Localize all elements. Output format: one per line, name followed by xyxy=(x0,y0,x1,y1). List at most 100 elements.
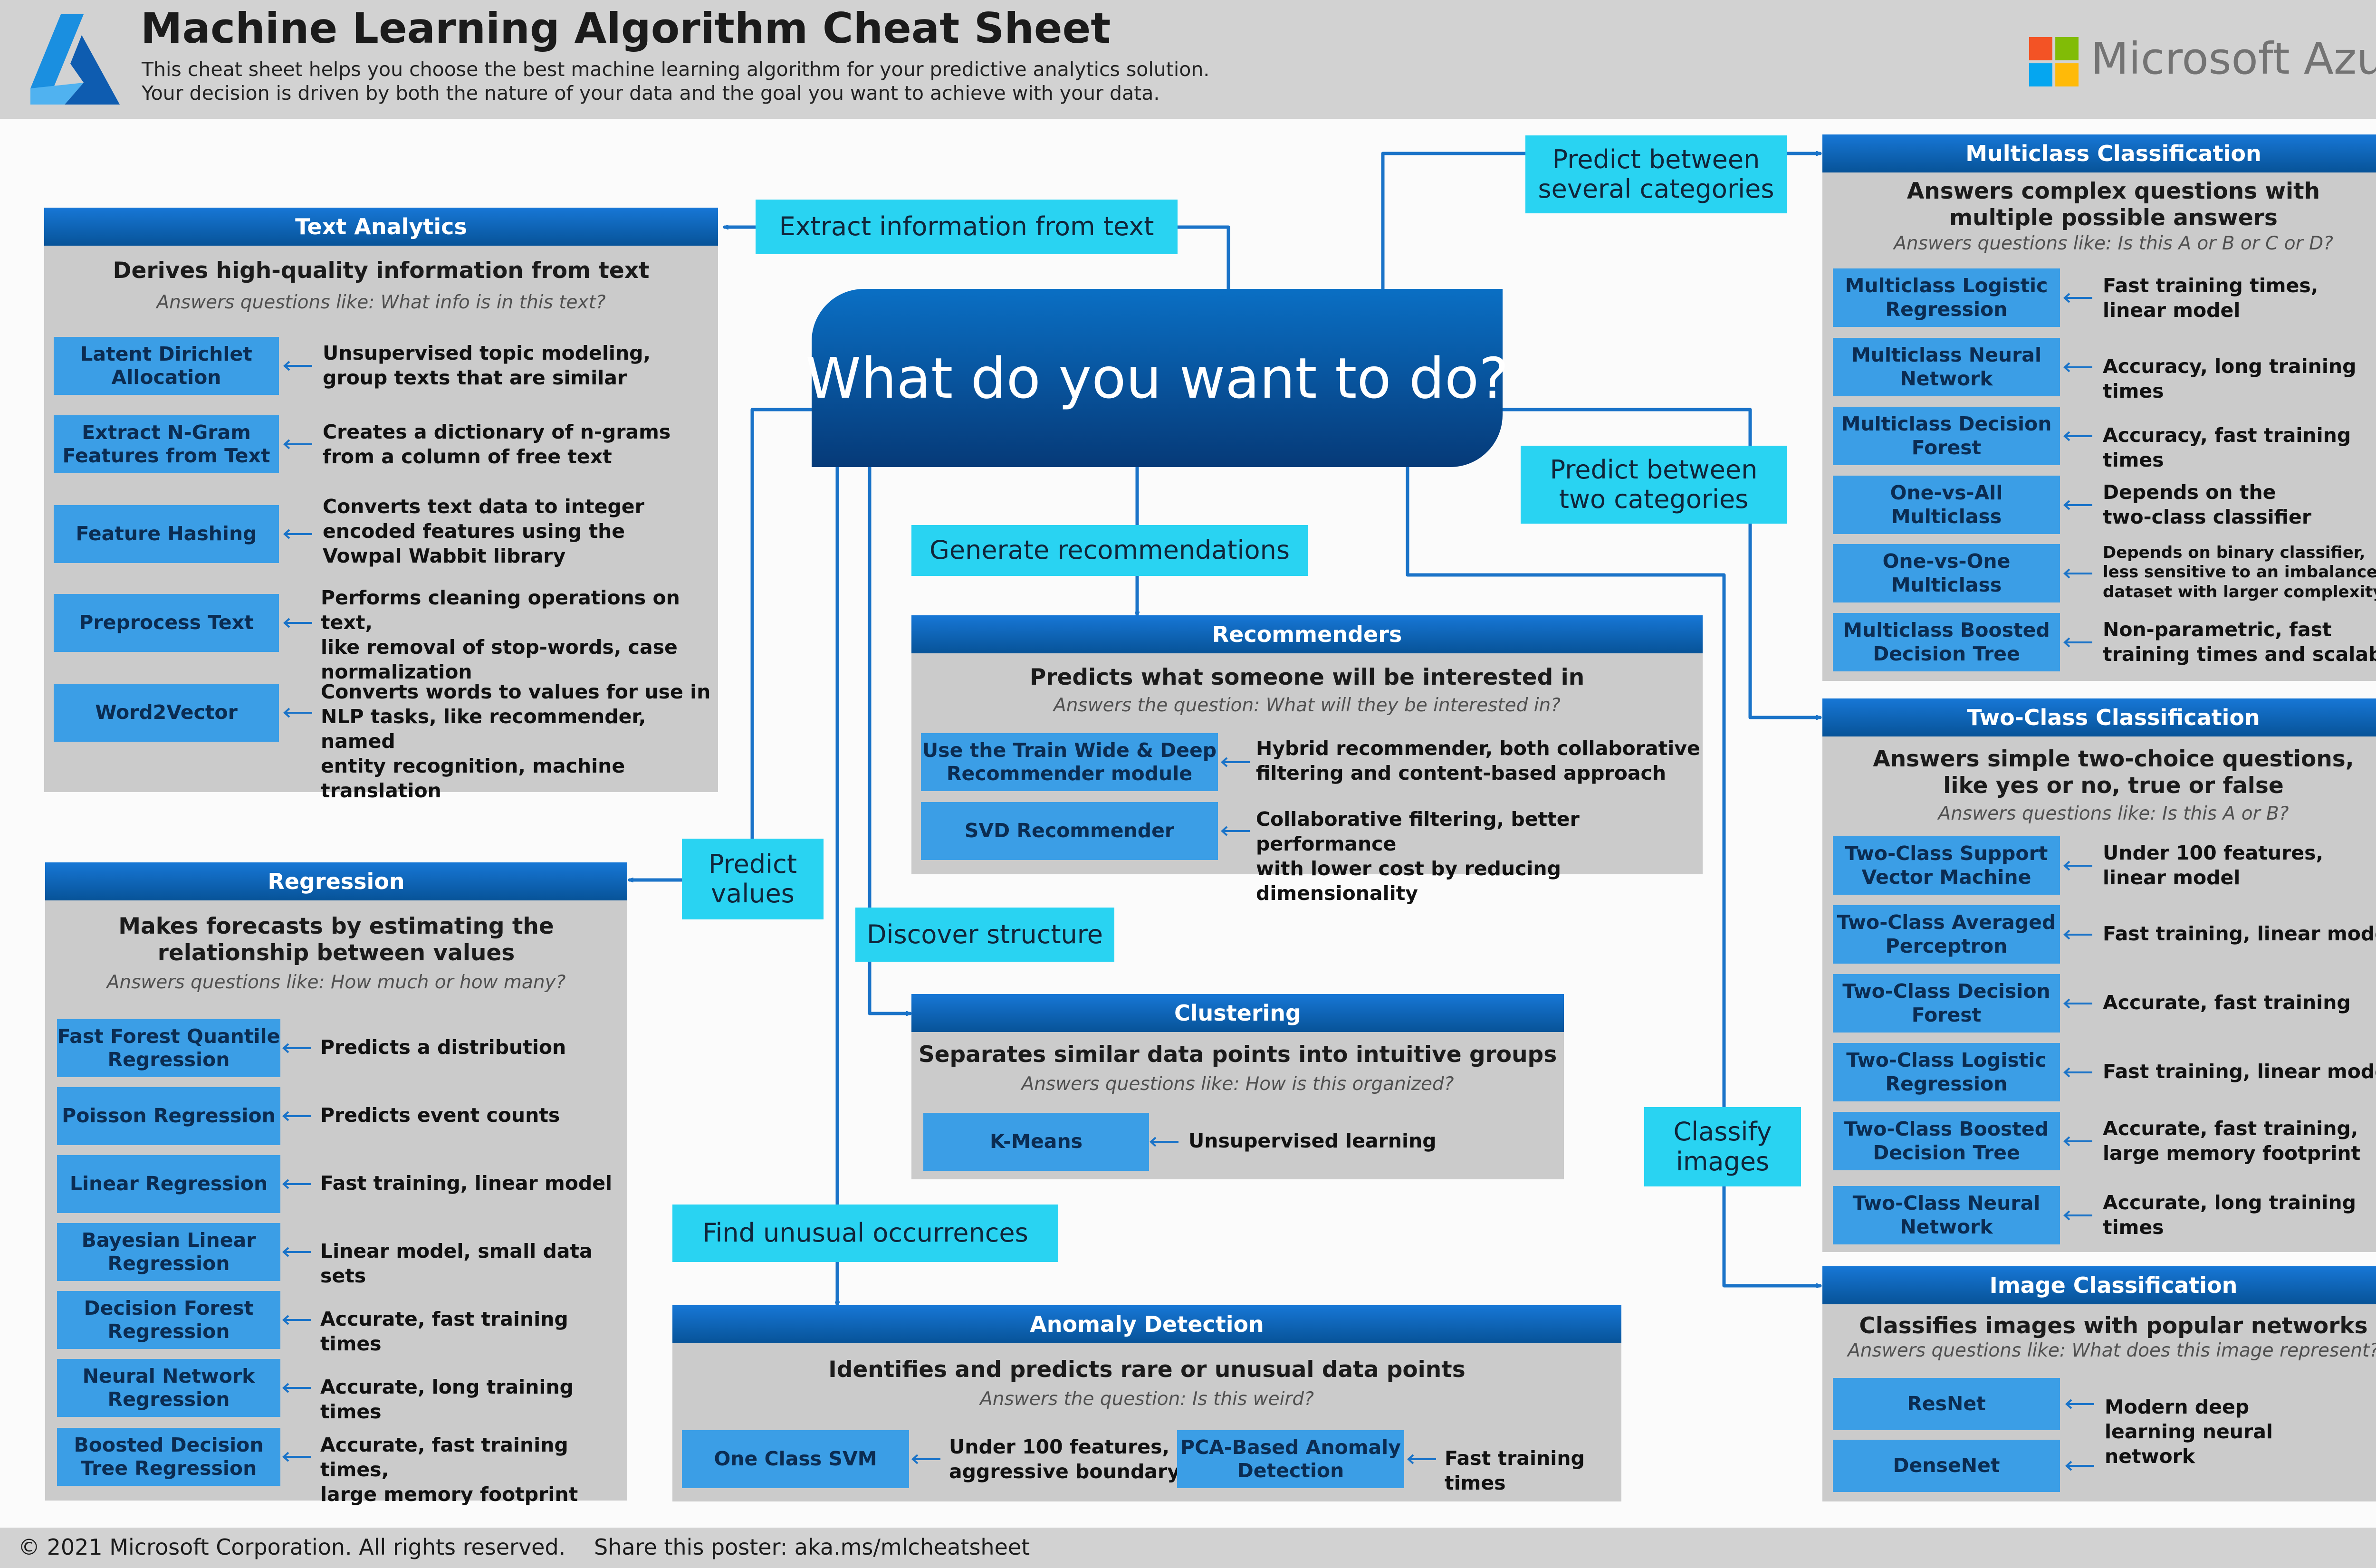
algorithm-label: Recommender module xyxy=(946,762,1193,785)
algorithm-label: Regression xyxy=(107,1320,230,1343)
algorithm-neural-network-regression[interactable]: Neural Network Regression xyxy=(57,1359,280,1417)
algorithm-poisson-regression[interactable]: Poisson Regression xyxy=(57,1087,280,1145)
algorithm-linear-regression[interactable]: Linear Regression xyxy=(57,1155,280,1213)
algorithm-two-class-svm[interactable]: Two-Class Support Vector Machine xyxy=(1833,836,2060,895)
algorithm-note: Unsupervised learning xyxy=(1188,1129,1437,1152)
panel-regression: Regression Makes forecasts by estimating… xyxy=(45,862,627,1506)
algorithm-two-class-logistic-regression[interactable]: Two-Class Logistic Regression xyxy=(1833,1043,2060,1101)
algorithm-label: Two-Class Boosted xyxy=(1844,1118,2049,1141)
algorithm-label: Two-Class Decision xyxy=(1842,980,2050,1003)
algorithm-note: Modern deep learning neural network xyxy=(2105,1395,2273,1469)
algorithm-extract-n-gram[interactable]: Extract N-Gram Features from Text xyxy=(54,415,279,473)
panel-title: Regression xyxy=(45,862,627,900)
algorithm-one-vs-one-multiclass[interactable]: One-vs-One Multiclass xyxy=(1833,544,2060,602)
microsoft-logo-icon xyxy=(2029,37,2079,86)
algorithm-label: Two-Class Support xyxy=(1845,842,2048,865)
panel-image-classification: Image Classification Classifies images w… xyxy=(1822,1266,2376,1501)
algorithm-pca-based-anomaly-detection[interactable]: PCA-Based Anomaly Detection xyxy=(1177,1430,1404,1488)
algorithm-multiclass-boosted-decision-tree[interactable]: Multiclass Boosted Decision Tree xyxy=(1833,613,2060,671)
algorithm-feature-hashing[interactable]: Feature Hashing xyxy=(54,505,279,563)
algorithm-bayesian-linear-regression[interactable]: Bayesian Linear Regression xyxy=(57,1223,280,1281)
arrow-left-icon xyxy=(1150,1137,1178,1147)
note-line: Under 100 features, xyxy=(949,1435,1170,1458)
note-line: network xyxy=(2105,1445,2195,1468)
note-line: normalization xyxy=(321,660,472,684)
algorithm-one-class-svm[interactable]: One Class SVM xyxy=(682,1430,909,1488)
arrow-left-icon xyxy=(911,1454,940,1464)
algorithm-label: Network xyxy=(1900,367,1993,390)
question-several-categories: Predict between several categories xyxy=(1525,135,1787,213)
panel-subtitle: Answers questions like: What does this i… xyxy=(1848,1340,2376,1361)
panel-two-class-classification: Two-Class Classification Answers simple … xyxy=(1822,698,2376,1252)
share-link[interactable]: Share this poster: aka.ms/mlcheatsheet xyxy=(594,1534,1030,1560)
algorithm-fast-forest-quantile-regression[interactable]: Fast Forest Quantile Regression xyxy=(57,1019,280,1077)
arrow-left-icon xyxy=(2063,362,2092,373)
arrow-left-icon xyxy=(283,529,312,539)
note-line: Unsupervised topic modeling, xyxy=(323,342,651,364)
arrow-left-icon xyxy=(282,1315,311,1325)
algorithm-note: Accuracy, fast training times xyxy=(2103,424,2351,472)
algorithm-label: Two-Class Logistic xyxy=(1846,1049,2047,1072)
algorithm-k-means[interactable]: K-Means xyxy=(923,1113,1149,1171)
panel-recommenders: Recommenders Predicts what someone will … xyxy=(911,615,1703,905)
algorithm-note: Fast training, linear model xyxy=(2103,922,2376,945)
description-line: Answers simple two-choice questions, xyxy=(1873,746,2354,772)
panel-subtitle: Answers the question: What will they be … xyxy=(1054,695,1561,716)
algorithm-note: Creates a dictionary of n-grams from a c… xyxy=(323,420,671,469)
algorithm-decision-forest-regression[interactable]: Decision Forest Regression xyxy=(57,1291,280,1349)
panel-title: Image Classification xyxy=(1822,1266,2376,1304)
algorithm-label: Allocation xyxy=(111,366,221,389)
algorithm-label: Fast Forest Quantile xyxy=(57,1024,280,1048)
algorithm-label: Forest xyxy=(1911,1003,1982,1026)
description-line: Makes forecasts by estimating the xyxy=(118,913,554,939)
arrow-left-icon xyxy=(2065,1399,2094,1409)
note-line: Depends on binary classifier, xyxy=(2103,543,2366,562)
arrow-left-icon xyxy=(282,1111,311,1121)
algorithm-label: Decision Tree xyxy=(1873,642,2020,665)
algorithm-word2vector[interactable]: Word2Vector xyxy=(54,684,279,742)
algorithm-two-class-neural-network[interactable]: Two-Class Neural Network xyxy=(1833,1186,2060,1244)
question-predict-values: Predict values xyxy=(682,839,824,919)
algorithm-preprocess-text[interactable]: Preprocess Text xyxy=(54,594,279,652)
header-description-line1: This cheat sheet helps you choose the be… xyxy=(142,58,1210,81)
algorithm-latent-dirichlet-allocation[interactable]: Latent Dirichlet Allocation xyxy=(54,337,279,395)
arrow-left-icon xyxy=(282,1043,311,1053)
note-line: Accurate, fast training, xyxy=(2103,1117,2358,1140)
algorithm-note: Accurate, fast training times xyxy=(320,1308,568,1356)
algorithm-label: Regression xyxy=(107,1252,230,1275)
algorithm-svd-recommender[interactable]: SVD Recommender xyxy=(921,802,1218,860)
algorithm-wide-and-deep-recommender[interactable]: Use the Train Wide & Deep Recommender mo… xyxy=(921,733,1218,791)
note-line: like removal of stop-words, case xyxy=(321,636,678,659)
question-line: images xyxy=(1676,1146,1770,1176)
algorithm-label: Network xyxy=(1900,1215,1993,1238)
arrow-left-icon xyxy=(2063,998,2092,1009)
algorithm-label: Regression xyxy=(107,1388,230,1411)
algorithm-label: Two-Class Averaged xyxy=(1837,911,2056,934)
note-line: Accurate, long training xyxy=(2103,1191,2357,1214)
question-line: Classify xyxy=(1673,1117,1772,1147)
algorithm-multiclass-logistic-regression[interactable]: Multiclass Logistic Regression xyxy=(1833,268,2060,327)
algorithm-label: Multiclass Decision xyxy=(1841,412,2052,436)
algorithm-two-class-averaged-perceptron[interactable]: Two-Class Averaged Perceptron xyxy=(1833,905,2060,964)
arrow-left-icon xyxy=(282,1452,311,1462)
algorithm-densenet[interactable]: DenseNet xyxy=(1833,1440,2060,1492)
algorithm-two-class-boosted-decision-tree[interactable]: Two-Class Boosted Decision Tree xyxy=(1833,1112,2060,1170)
note-line: times xyxy=(2103,1216,2164,1239)
algorithm-two-class-decision-forest[interactable]: Two-Class Decision Forest xyxy=(1833,974,2060,1033)
note-line: Hybrid recommender, both collaborative xyxy=(1256,737,1700,760)
algorithm-note: Converts text data to integer encoded fe… xyxy=(323,494,644,568)
algorithm-boosted-decision-tree-regression[interactable]: Boosted Decision Tree Regression xyxy=(57,1428,280,1486)
note-line: linear model xyxy=(2103,866,2241,889)
algorithm-resnet[interactable]: ResNet xyxy=(1833,1378,2060,1430)
panel-description: Answers simple two-choice questions, lik… xyxy=(1822,746,2376,800)
note-line: from a column of free text xyxy=(323,445,612,468)
algorithm-multiclass-neural-network[interactable]: Multiclass Neural Network xyxy=(1833,338,2060,396)
algorithm-multiclass-decision-forest[interactable]: Multiclass Decision Forest xyxy=(1833,407,2060,465)
note-line: Accurate, fast training times, xyxy=(320,1434,568,1482)
arrow-left-icon xyxy=(2063,293,2092,303)
question-line: values xyxy=(711,879,795,908)
algorithm-one-vs-all-multiclass[interactable]: One-vs-All Multiclass xyxy=(1833,476,2060,534)
arrow-left-icon xyxy=(2063,568,2092,579)
arrow-left-icon xyxy=(2063,1136,2092,1147)
